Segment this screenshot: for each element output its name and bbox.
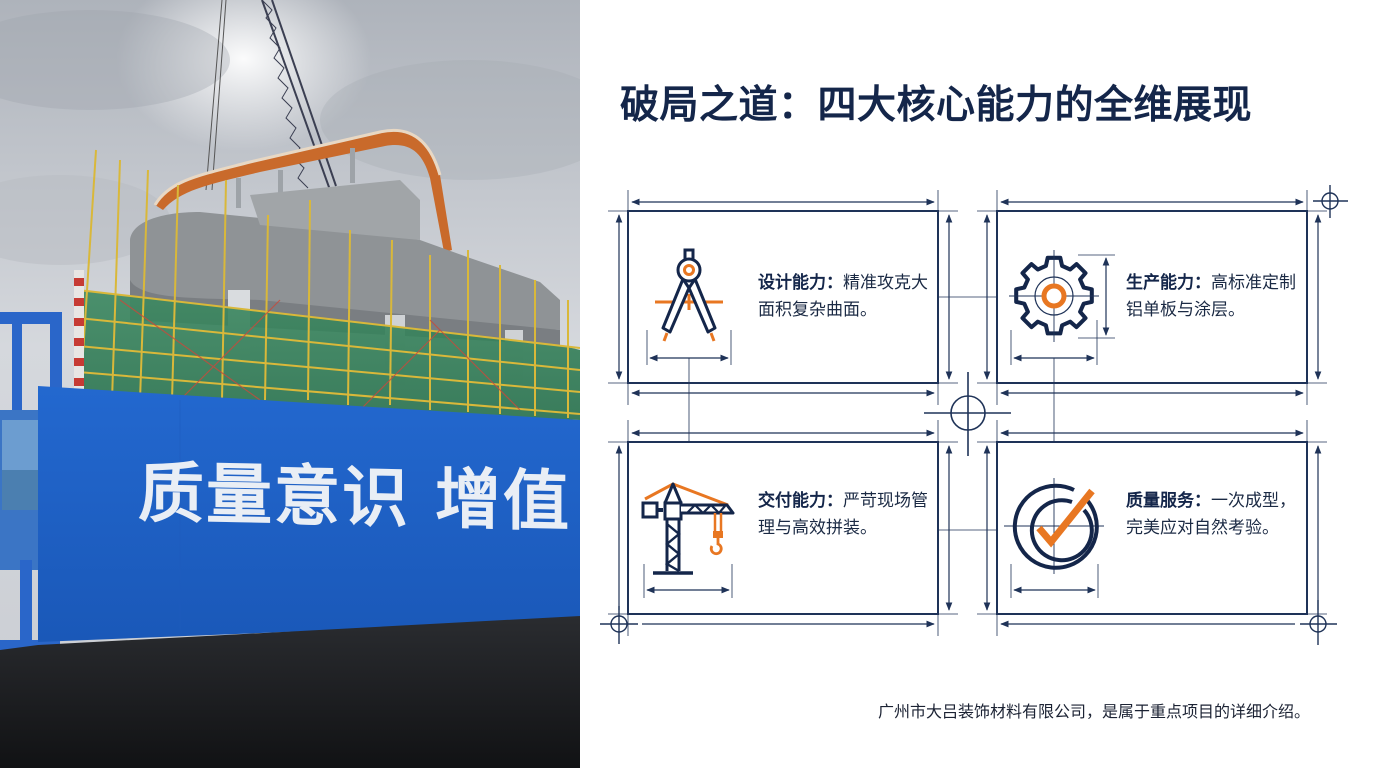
capability-production: 生产能力：高标准定制铝单板与涂层。 — [1126, 270, 1296, 324]
content-panel: 破局之道：四大核心能力的全维展现 — [580, 0, 1376, 768]
compass-icon — [655, 248, 723, 342]
construction-photo: 质量意识 增值 — [0, 0, 580, 768]
capability-production-title: 生产能力： — [1126, 273, 1211, 293]
footer-note: 广州市大吕装饰材料有限公司，是属于重点项目的详细介绍。 — [877, 702, 1310, 721]
gear-icon — [1009, 250, 1099, 342]
tower-crane-icon — [641, 482, 735, 575]
slide-title: 破局之道：四大核心能力的全维展现 — [620, 83, 1253, 128]
capability-quality-title: 质量服务： — [1126, 491, 1211, 511]
capability-delivery-title: 交付能力： — [758, 491, 843, 511]
capability-delivery-desc: 严苛现场管理与高效拼装。 — [758, 491, 928, 538]
check-target-icon — [1004, 478, 1104, 574]
capability-quality-desc: 一次成型，完美应对自然考验。 — [1126, 491, 1296, 538]
capability-production-desc: 高标准定制铝单板与涂层。 — [1126, 273, 1296, 320]
capability-design: 设计能力：精准攻克大面积复杂曲面。 — [758, 270, 928, 324]
capability-quality: 质量服务：一次成型，完美应对自然考验。 — [1126, 488, 1296, 542]
capability-design-desc: 精准攻克大面积复杂曲面。 — [758, 273, 928, 320]
blueprint-diagram — [600, 185, 1348, 645]
center-crosshair — [924, 372, 1011, 456]
capability-delivery: 交付能力：严苛现场管理与高效拼装。 — [758, 488, 928, 542]
banner-slogan: 质量意识 增值 — [138, 454, 571, 541]
capability-design-title: 设计能力： — [758, 273, 843, 293]
construction-site-illustration — [0, 0, 580, 768]
